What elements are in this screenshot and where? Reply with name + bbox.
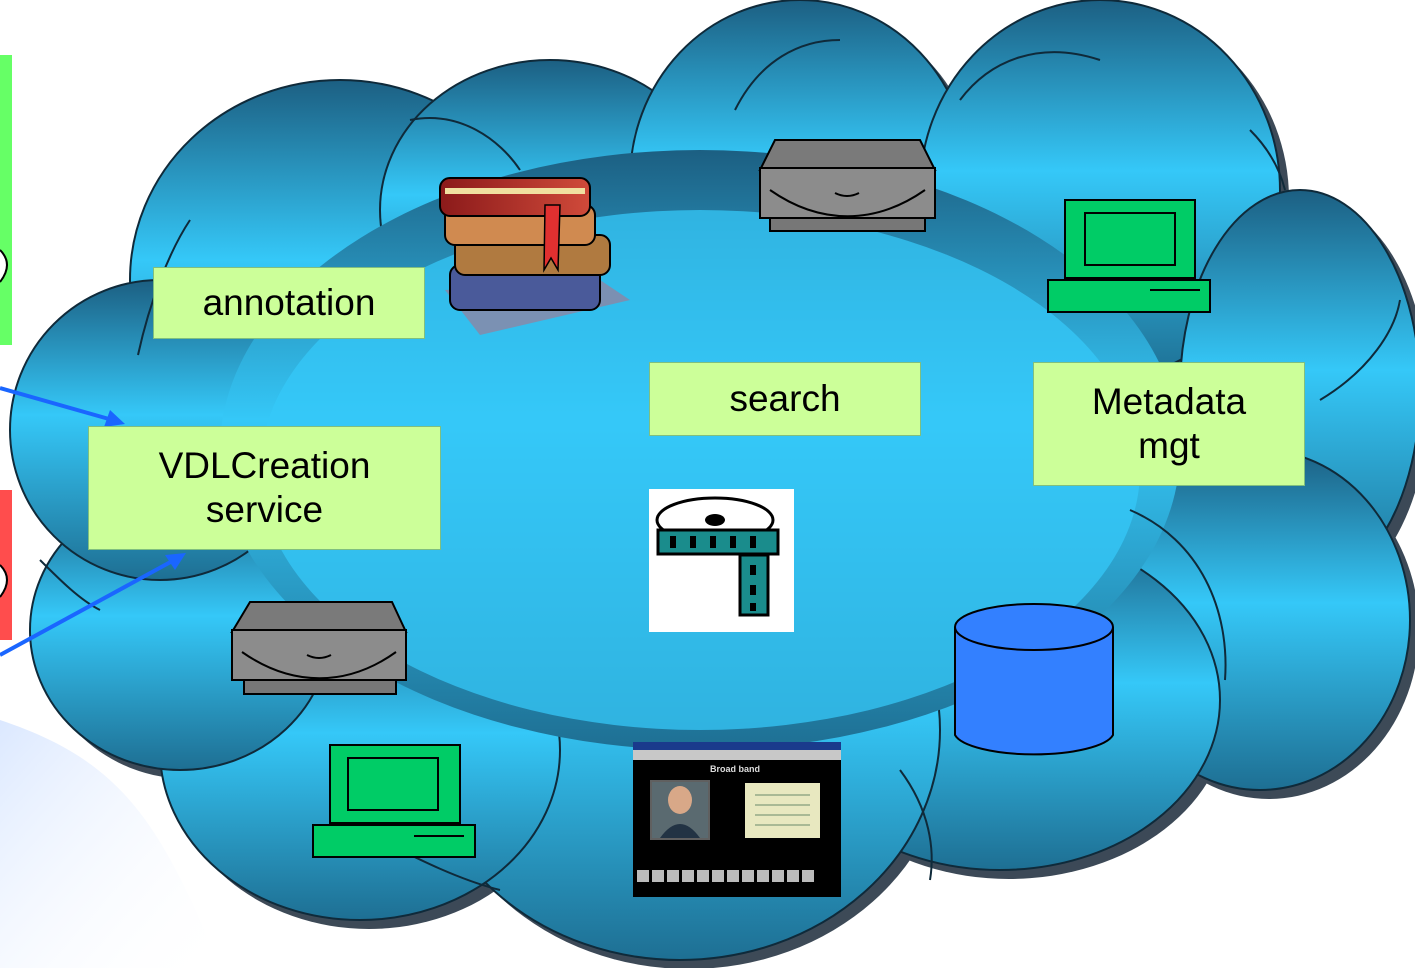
metadata-mgt-label: Metadata mgt (1033, 362, 1305, 486)
film-reel-icon (649, 489, 794, 632)
drive-icon (230, 601, 408, 695)
arrow-to-vdl-bottom (0, 553, 186, 657)
screenshot-title: Broad band (710, 764, 760, 774)
screenshot-thumbnail: Broad band (633, 742, 841, 897)
annotation-text: annotation (202, 282, 376, 323)
books-icon (439, 177, 630, 335)
vdl-creation-service-text: VDLCreation service (158, 445, 371, 530)
database-icon (954, 603, 1114, 756)
computer-icon (1047, 199, 1211, 313)
computer-icon (312, 744, 476, 858)
vdl-creation-service-label: VDLCreation service (88, 426, 441, 550)
drive-icon (758, 139, 937, 232)
background-swoosh (0, 720, 220, 968)
search-text: search (729, 378, 841, 419)
metadata-mgt-text: Metadata mgt (1091, 381, 1247, 466)
arrow-to-vdl-top (0, 386, 125, 427)
left-red-panel (0, 490, 12, 640)
annotation-label: annotation (153, 267, 425, 339)
search-label: search (649, 362, 921, 436)
left-green-panel (0, 55, 12, 345)
